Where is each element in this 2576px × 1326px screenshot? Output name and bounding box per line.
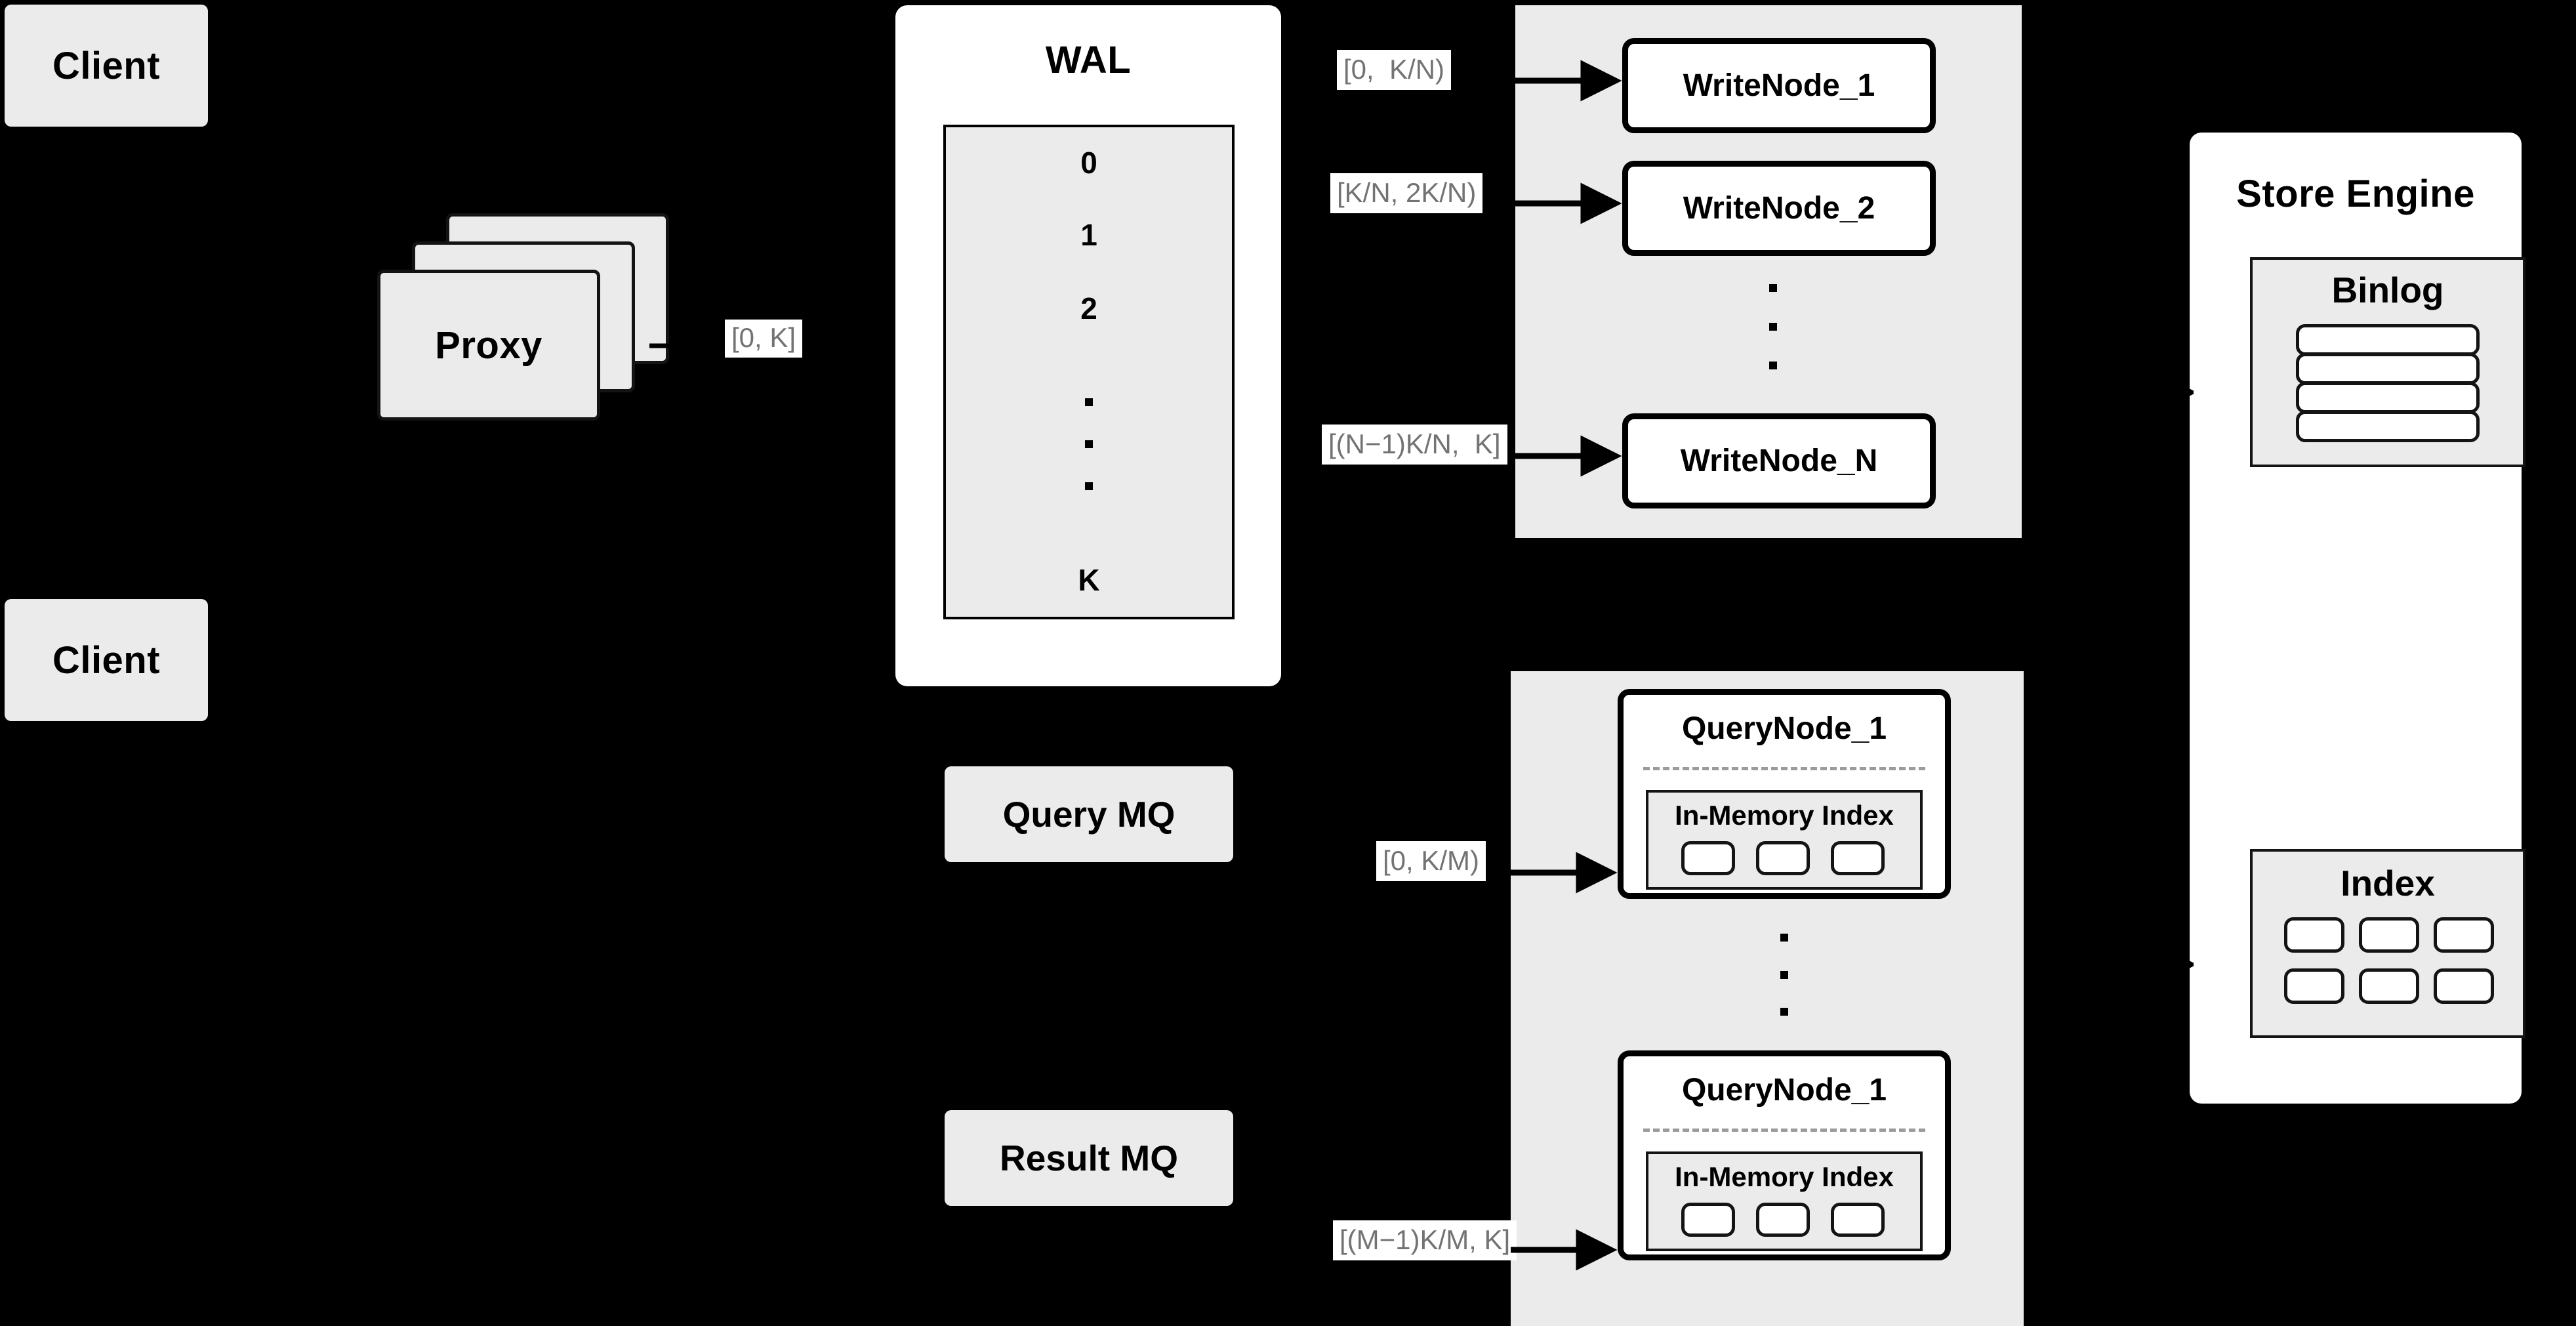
wal-row-ellipsis bbox=[943, 345, 1235, 546]
wal-row-label: 0 bbox=[1080, 146, 1097, 180]
write-node-n[interactable]: WriteNode_N bbox=[1622, 413, 1936, 508]
query-node-1[interactable]: QueryNode_1 In-Memory Index bbox=[1618, 689, 1951, 899]
index-slot[interactable] bbox=[1681, 1203, 1735, 1237]
index-slot[interactable] bbox=[1756, 1203, 1810, 1237]
index-slot[interactable] bbox=[1831, 1203, 1885, 1237]
binlog-panel: Binlog bbox=[2250, 257, 2525, 467]
query-mq-label: Query MQ bbox=[1002, 794, 1176, 835]
wal-card: WAL 0 1 2 K bbox=[895, 5, 1281, 686]
range-label-text: [0, K/M) bbox=[1376, 841, 1486, 881]
wal-row[interactable]: K bbox=[943, 543, 1235, 619]
range-label-text: [0, K/N) bbox=[1337, 50, 1452, 90]
in-memory-index-panel: In-Memory Index bbox=[1646, 1151, 1923, 1251]
proxy-range-label: [0, K] bbox=[725, 320, 803, 358]
range-label-text: [0, K] bbox=[725, 320, 803, 358]
proxy-label: Proxy bbox=[435, 323, 542, 367]
query-node-title: QueryNode_1 bbox=[1624, 1069, 1945, 1110]
client-label: Client bbox=[52, 638, 161, 682]
client-label: Client bbox=[52, 44, 161, 87]
query-node-2[interactable]: QueryNode_1 In-Memory Index bbox=[1618, 1050, 1951, 1260]
wal-row[interactable]: 2 bbox=[943, 272, 1235, 348]
store-engine-title: Store Engine bbox=[2236, 172, 2475, 215]
wal-row-list: 0 1 2 K bbox=[943, 125, 1235, 630]
query-node-title: QueryNode_1 bbox=[1624, 708, 1945, 749]
result-mq-box[interactable]: Result MQ bbox=[945, 1110, 1233, 1206]
write-node-vertical-ellipsis-icon bbox=[1768, 284, 1778, 369]
write-node-1-range-label: [0, K/N) bbox=[1337, 50, 1452, 90]
wal-row-label: 2 bbox=[1080, 291, 1097, 325]
index-slot[interactable] bbox=[2284, 917, 2344, 953]
store-engine-card: Store Engine Binlog Index bbox=[2190, 133, 2525, 1104]
index-slot[interactable] bbox=[2434, 917, 2494, 953]
binlog-segment[interactable] bbox=[2296, 411, 2480, 442]
proxy-stack-layer-front[interactable]: Proxy bbox=[377, 270, 600, 421]
binlog-segment[interactable] bbox=[2296, 353, 2480, 384]
query-node-cluster: QueryNode_1 In-Memory Index QueryNode_1 bbox=[1511, 671, 2024, 1326]
index-slot[interactable] bbox=[2434, 968, 2494, 1004]
index-slot[interactable] bbox=[1756, 841, 1810, 875]
range-label-text: [(N−1)K/N, K] bbox=[1322, 425, 1507, 465]
index-slot[interactable] bbox=[2359, 968, 2419, 1004]
in-memory-index-title: In-Memory Index bbox=[1675, 1161, 1894, 1192]
range-label-text: [(M−1)K/M, K] bbox=[1333, 1220, 1517, 1260]
write-node-label: WriteNode_N bbox=[1680, 444, 1878, 478]
write-node-2-range-label: [K/N, 2K/N) bbox=[1330, 173, 1483, 213]
vertical-ellipsis-icon bbox=[1085, 398, 1093, 490]
index-panel: Index bbox=[2250, 849, 2525, 1038]
binlog-segment[interactable] bbox=[2296, 324, 2480, 356]
query-node-label: QueryNode_1 bbox=[1681, 1072, 1887, 1108]
query-mq-box[interactable]: Query MQ bbox=[945, 766, 1233, 862]
index-slot[interactable] bbox=[2359, 917, 2419, 953]
query-node-separator bbox=[1643, 767, 1925, 770]
client-box-2[interactable]: Client bbox=[5, 599, 208, 721]
range-label-text: [K/N, 2K/N) bbox=[1330, 173, 1483, 213]
client-box-1[interactable]: Client bbox=[5, 5, 208, 127]
wal-row-label: 1 bbox=[1080, 218, 1097, 252]
wal-row-label: K bbox=[1078, 563, 1100, 597]
index-title: Index bbox=[2341, 863, 2435, 903]
query-node-vertical-ellipsis-icon bbox=[1780, 934, 1789, 1016]
result-mq-label: Result MQ bbox=[1000, 1138, 1178, 1178]
binlog-segment[interactable] bbox=[2296, 382, 2480, 413]
binlog-title: Binlog bbox=[2331, 270, 2444, 310]
in-memory-index-title: In-Memory Index bbox=[1675, 800, 1894, 831]
write-node-label: WriteNode_1 bbox=[1683, 68, 1875, 103]
write-node-n-range-label: [(N−1)K/N, K] bbox=[1322, 425, 1507, 465]
write-node-1[interactable]: WriteNode_1 bbox=[1622, 38, 1936, 133]
index-slot[interactable] bbox=[1681, 841, 1735, 875]
in-memory-index-panel: In-Memory Index bbox=[1646, 790, 1923, 890]
query-node-separator bbox=[1643, 1129, 1925, 1132]
wal-row[interactable]: 0 bbox=[943, 125, 1235, 201]
query-node-label: QueryNode_1 bbox=[1681, 711, 1887, 746]
write-node-cluster: WriteNode_1 WriteNode_2 WriteNode_N bbox=[1515, 5, 2022, 538]
write-node-label: WriteNode_2 bbox=[1683, 191, 1875, 226]
proxy-stack[interactable]: Proxy bbox=[377, 213, 685, 430]
index-slot[interactable] bbox=[1831, 841, 1885, 875]
wal-row[interactable]: 1 bbox=[943, 198, 1235, 274]
wal-title: WAL bbox=[1045, 38, 1132, 81]
index-slot[interactable] bbox=[2284, 968, 2344, 1004]
write-node-2[interactable]: WriteNode_2 bbox=[1622, 161, 1936, 256]
query-node-1-range-label: [0, K/M) bbox=[1376, 841, 1486, 881]
query-node-2-range-label: [(M−1)K/M, K] bbox=[1333, 1220, 1517, 1260]
